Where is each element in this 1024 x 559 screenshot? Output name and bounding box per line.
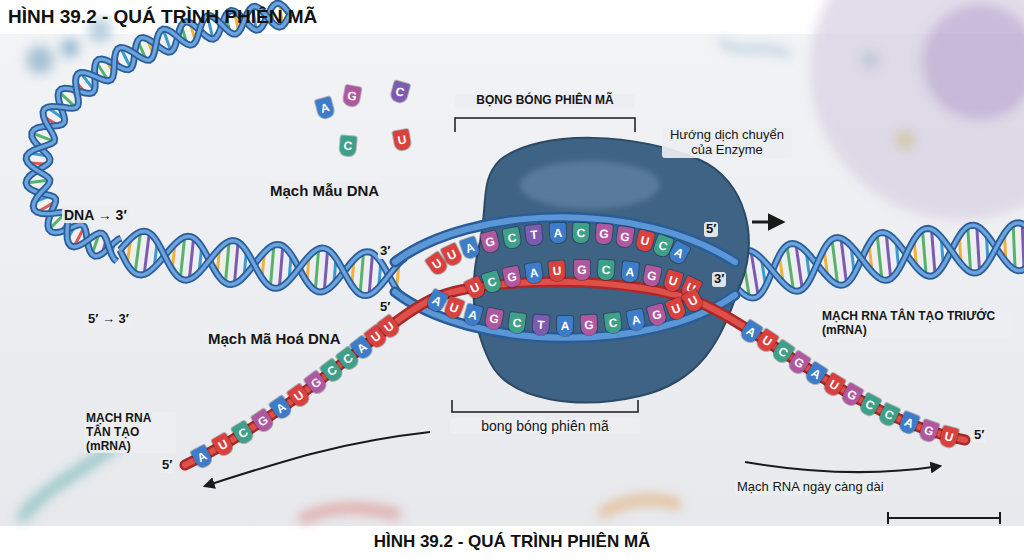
backbone — [728, 223, 1024, 291]
part-label: 3′ — [712, 272, 726, 287]
nucleotide-tab: C — [878, 402, 901, 427]
nucleotide-tab: G — [595, 224, 613, 245]
bubble-strands — [185, 217, 965, 465]
nucleotide-tab: G — [480, 231, 500, 254]
nucleotide-tab: U — [662, 270, 683, 294]
nucleotide-tab: C — [508, 312, 526, 334]
nucleotide-tab: G — [581, 315, 598, 336]
base-pair — [1013, 224, 1015, 270]
nucleotide-tab: G — [342, 85, 361, 107]
base-pair — [931, 229, 935, 275]
figure-title: HÌNH 39.2 - QUÁ TRÌNH PHIÊN MÃ — [8, 6, 317, 28]
nucleotide-tab: A — [557, 316, 573, 336]
base-pair — [968, 227, 971, 273]
base-pair — [234, 242, 238, 284]
nucleotide-tab: A — [621, 262, 639, 284]
nucleotide-tab: G — [502, 265, 522, 288]
nucleotide-tab: G — [573, 260, 589, 280]
nucleotide-tab: C — [604, 312, 622, 334]
part-label: Mạch Mã Hoá DNA — [206, 330, 343, 347]
base-pair — [270, 245, 273, 287]
nucleotide-tab: A — [549, 223, 566, 244]
figure-caption: HÌNH 39.2 - QUÁ TRÌNH PHIÊN MÃ — [374, 532, 651, 552]
backbone — [120, 231, 405, 295]
nucleotide-tab: U — [939, 425, 959, 448]
nucleotide-tab: U — [549, 260, 566, 281]
part-label: 5′ — [972, 428, 986, 443]
backbone — [728, 223, 1024, 291]
nucleotide-tab: U — [211, 432, 235, 457]
base-pair — [977, 226, 980, 272]
nucleotide-tab: C — [502, 227, 521, 249]
nucleotide-tab: G — [251, 408, 275, 433]
nucleotide-tab: C — [573, 223, 589, 243]
base-pair — [922, 230, 926, 275]
nucleotide-tab: A — [190, 444, 213, 469]
part-label: bong bóng phiên mã — [450, 418, 640, 434]
nucleotide-tab: A — [463, 303, 484, 326]
nucleotide-tab: A — [898, 411, 920, 436]
part-label: MẠCH RNA TÂN TẠO (mRNA) — [84, 412, 176, 453]
base-pair — [225, 241, 229, 283]
part-label: 5′ — [378, 300, 392, 315]
nucleotide-tab: G — [918, 419, 939, 443]
backbone — [728, 225, 1024, 298]
backbone — [26, 6, 290, 261]
nucleotide-tab: A — [269, 395, 294, 421]
base-pair — [369, 253, 372, 295]
part-label: 3′ — [378, 244, 392, 259]
part-label: 5′ — [160, 458, 174, 473]
base-pair — [1022, 224, 1024, 270]
nucleotide-tab: G — [642, 265, 662, 288]
nucleotide-tab: A — [315, 96, 336, 119]
part-label: MẠCH RNA TÂN TẠO TRIƯỚC (mRNA) — [820, 310, 1012, 338]
nucleotide-tab: U — [635, 229, 655, 252]
nucleotide-tab: C — [597, 260, 614, 281]
nucleotide-tab: C — [859, 393, 882, 418]
base-pair — [315, 249, 318, 291]
nucleotide-tab: A — [626, 309, 645, 332]
backbone — [728, 225, 1024, 298]
nucleotide-tab: A — [524, 262, 543, 284]
base-pair — [279, 246, 282, 288]
backbone — [120, 231, 405, 295]
part-label: BỌNG BÓNG PHIÊN MÃ — [455, 94, 635, 108]
part-label: DNA → 3′ — [62, 207, 129, 223]
background-cells — [20, 0, 1024, 520]
part-label: Mạch RNA ngày càng dài — [735, 480, 886, 495]
nucleotide-tab: T — [532, 314, 549, 335]
nucleotide-tab: A — [459, 236, 481, 260]
part-label: Mạch Mẫu DNA — [268, 182, 381, 199]
nucleotide-tab: G — [647, 303, 668, 326]
caption-strip — [0, 526, 1024, 559]
nucleotide-tab: T — [525, 224, 543, 245]
nucleotide-tab: U — [392, 129, 411, 151]
part-label: 5′ → 3′ — [86, 312, 131, 327]
nucleotide-tab: G — [484, 308, 503, 331]
nucleotide-tab: C — [231, 420, 255, 445]
nucleotide-tab: C — [339, 135, 357, 156]
base-pair — [189, 238, 193, 280]
nucleotide-tab: G — [616, 226, 635, 248]
backbone — [26, 6, 290, 261]
part-label: 5′ — [704, 222, 718, 237]
base-pair — [324, 250, 327, 292]
part-label: Hướng dịch chuyển của Enzyme — [662, 128, 792, 158]
base-pair — [360, 252, 363, 294]
nucleotide-tab: C — [390, 80, 411, 103]
base-pair — [886, 233, 891, 278]
rna-polymerase — [473, 138, 748, 403]
